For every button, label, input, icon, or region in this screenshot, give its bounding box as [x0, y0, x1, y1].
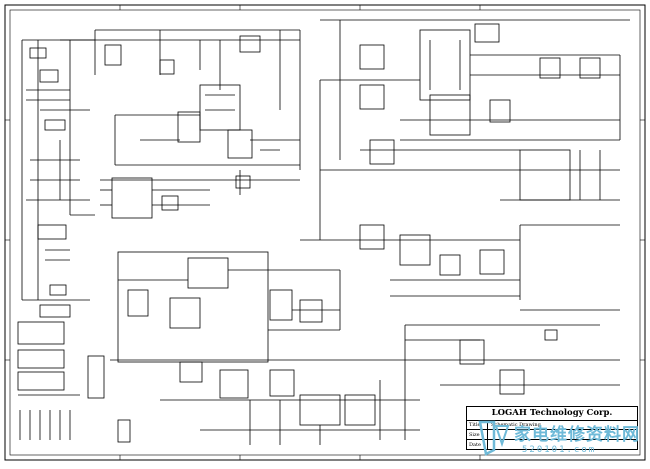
title-row: Title Schematic Drawing: [467, 420, 637, 430]
pwm-controller-section: [100, 170, 300, 219]
date-label: Date: [469, 440, 488, 450]
watermark-logo-icon: [478, 420, 510, 456]
sheet-border: [4, 4, 646, 461]
company-name: LOGAH Technology Corp.: [467, 407, 637, 421]
watermark: 家电维修资料网 520101.com: [476, 414, 648, 462]
size-label: Size: [469, 430, 488, 440]
connector-blocks: [17, 321, 131, 443]
size-row: Size: [467, 430, 637, 440]
lower-circuit-section: [110, 309, 620, 445]
input-filter-section: [21, 39, 95, 318]
watermark-text: 家电维修资料网: [514, 425, 640, 445]
title-value: Schematic Drawing: [491, 422, 541, 428]
border-ticks: [5, 5, 645, 460]
standby-section: [117, 251, 341, 363]
watermark-url: 520101.com: [522, 445, 597, 455]
main-converter-section: [300, 19, 630, 300]
title-label: Title: [469, 420, 488, 430]
pfc-section: [60, 29, 301, 170]
sheet-inner-border: [9, 9, 641, 456]
date-row: Date: [467, 440, 637, 450]
